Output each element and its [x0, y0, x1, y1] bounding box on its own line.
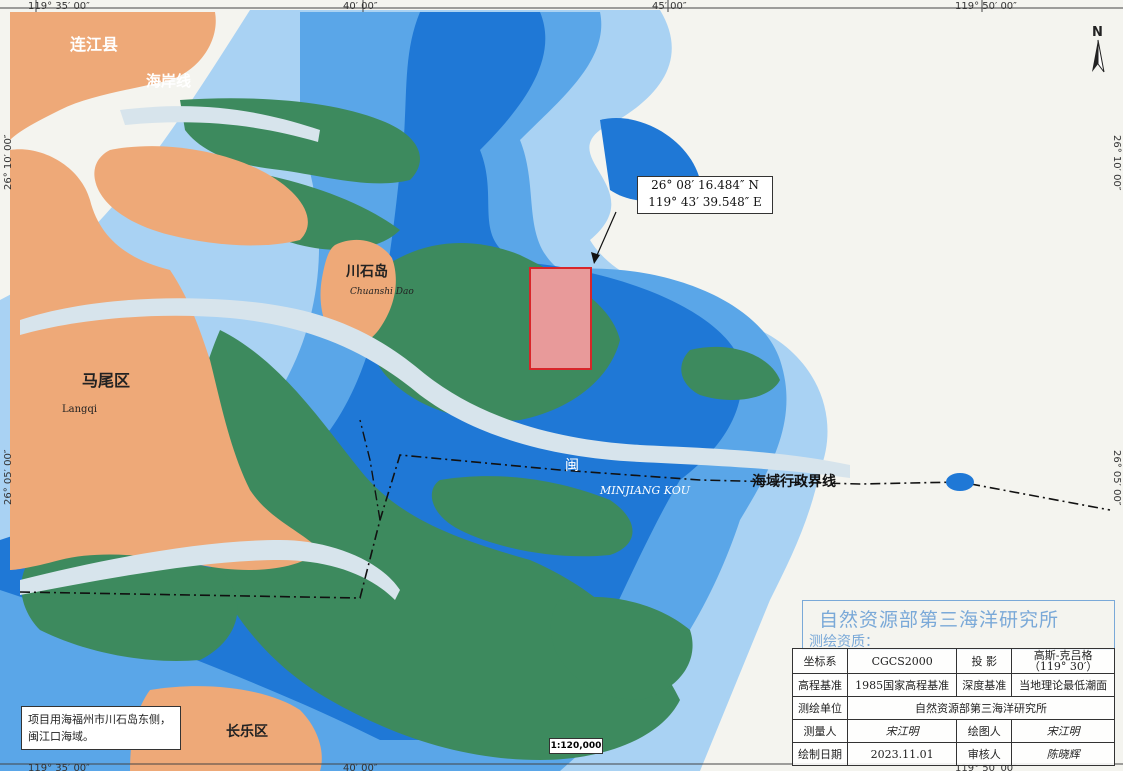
label-minjiang-kou: MINJIANG KOU [599, 484, 691, 497]
label-langqi: Langqi [62, 404, 97, 415]
reviewer-label: 审核人 [956, 742, 1013, 766]
info-row-date: 绘制日期 2023.11.01 审核人 陈晓辉 [791, 742, 1115, 766]
river-channel-south [20, 540, 400, 600]
project-lon: 119° 43′ 39.548″ E [648, 195, 762, 209]
land-north-peninsula [94, 146, 308, 246]
depth-datum-value: 当地理论最低潮面 [1011, 673, 1115, 697]
north-arrow: N [1092, 25, 1105, 73]
drawer-signature: 宋江明 [1011, 719, 1115, 743]
coord-system-value: CGCS2000 [847, 648, 958, 674]
label-min-char: 闽 [565, 458, 579, 474]
graticule-top-mid2: 45′ 00″ [652, 1, 687, 12]
elevation-datum-value: 1985国家高程基准 [847, 673, 958, 697]
land-chuanshi [320, 239, 396, 346]
sea-area-boundary-branch [359, 419, 381, 521]
label-boundary-line: 海域行政界线 [752, 473, 836, 490]
river-channel-north [120, 106, 320, 142]
qualification-label: 测绘资质： [809, 634, 879, 650]
survey-unit-label: 测绘单位 [791, 696, 849, 720]
label-changle: 长乐区 [226, 723, 268, 740]
project-site-area [529, 267, 592, 370]
tidal-flat-east [681, 346, 780, 400]
shoal-marker [946, 473, 974, 491]
info-row-coord: 坐标系 CGCS2000 投 影 高斯-克吕格 （119° 30′） [791, 648, 1115, 674]
projection-value: 高斯-克吕格 （119° 30′） [1011, 648, 1115, 674]
tidal-flat-south-east [550, 596, 693, 700]
graticule-bottom-right: 119° 50′ 00″ [955, 763, 1017, 771]
elevation-datum-label: 高程基准 [791, 673, 849, 697]
graticule-top-right: 119° 50′ 00″ [955, 1, 1017, 12]
coordinate-leader-line [593, 211, 617, 263]
map-info-table: 坐标系 CGCS2000 投 影 高斯-克吕格 （119° 30′） 高程基准 … [791, 648, 1115, 766]
graticule-left-lower: 26° 05′ 00″ [3, 449, 14, 505]
info-row-people: 测量人 宋江明 绘图人 宋江明 [791, 719, 1115, 743]
info-row-datum: 高程基准 1985国家高程基准 深度基准 当地理论最低潮面 [791, 673, 1115, 697]
draw-date-label: 绘制日期 [791, 742, 849, 766]
graticule-bottom-left: 119° 35′ 00″ [28, 763, 90, 771]
project-location-note: 项目用海福州市川石岛东侧，闽江口海域。 [21, 706, 181, 750]
drawer-label: 绘图人 [956, 719, 1013, 743]
coord-system-label: 坐标系 [791, 648, 849, 674]
label-mawei: 马尾区 [82, 371, 130, 390]
map-scale: 1:120,000 [549, 738, 603, 754]
tidal-flat-south-mid [431, 476, 633, 557]
title-block: 自然资源部第三海洋研究所 测绘资质： [802, 600, 1115, 650]
label-coastline: 海岸线 [146, 72, 191, 90]
sea-area-boundary-line [19, 454, 1111, 599]
projection-label: 投 影 [956, 648, 1013, 674]
project-coordinate-callout: 26° 08′ 16.484″ N 119° 43′ 39.548″ E [637, 176, 773, 214]
project-lat: 26° 08′ 16.484″ N [651, 178, 759, 192]
graticule-left-upper: 26° 10′ 00″ [3, 134, 14, 190]
north-arrow-icon [1092, 40, 1098, 72]
survey-unit-value: 自然资源部第三海洋研究所 [847, 696, 1115, 720]
projection-value-1: 高斯-克吕格 [1033, 649, 1093, 662]
graticule-right-upper: 26° 10′ 00″ [1111, 135, 1122, 191]
surveyor-signature: 宋江明 [847, 719, 958, 743]
river-channel-main [20, 298, 850, 478]
graticule-top-left: 119° 35′ 00″ [28, 1, 90, 12]
surveyor-label: 测量人 [791, 719, 849, 743]
graticule-right-lower: 26° 05′ 00″ [1111, 450, 1122, 506]
info-row-unit: 测绘单位 自然资源部第三海洋研究所 [791, 696, 1115, 720]
graticule-bottom-mid: 40′ 00″ [343, 763, 378, 771]
land-mawei [10, 149, 320, 570]
label-chuanshi: 川石岛 [345, 263, 388, 280]
depth-datum-label: 深度基准 [956, 673, 1013, 697]
projection-value-2: （119° 30′） [1028, 660, 1098, 673]
land-lianjiang [10, 12, 216, 140]
coordinate-leader-arrow-icon [591, 252, 600, 264]
north-label: N [1092, 25, 1103, 40]
label-lianjiang: 连江县 [70, 35, 118, 54]
graticule-top-mid1: 40′ 00″ [343, 1, 378, 12]
label-chuanshi-en: Chuanshi Dao [350, 287, 414, 297]
reviewer-signature: 陈晓辉 [1011, 742, 1115, 766]
org-title: 自然资源部第三海洋研究所 [819, 609, 1060, 631]
draw-date-value: 2023.11.01 [847, 742, 958, 766]
